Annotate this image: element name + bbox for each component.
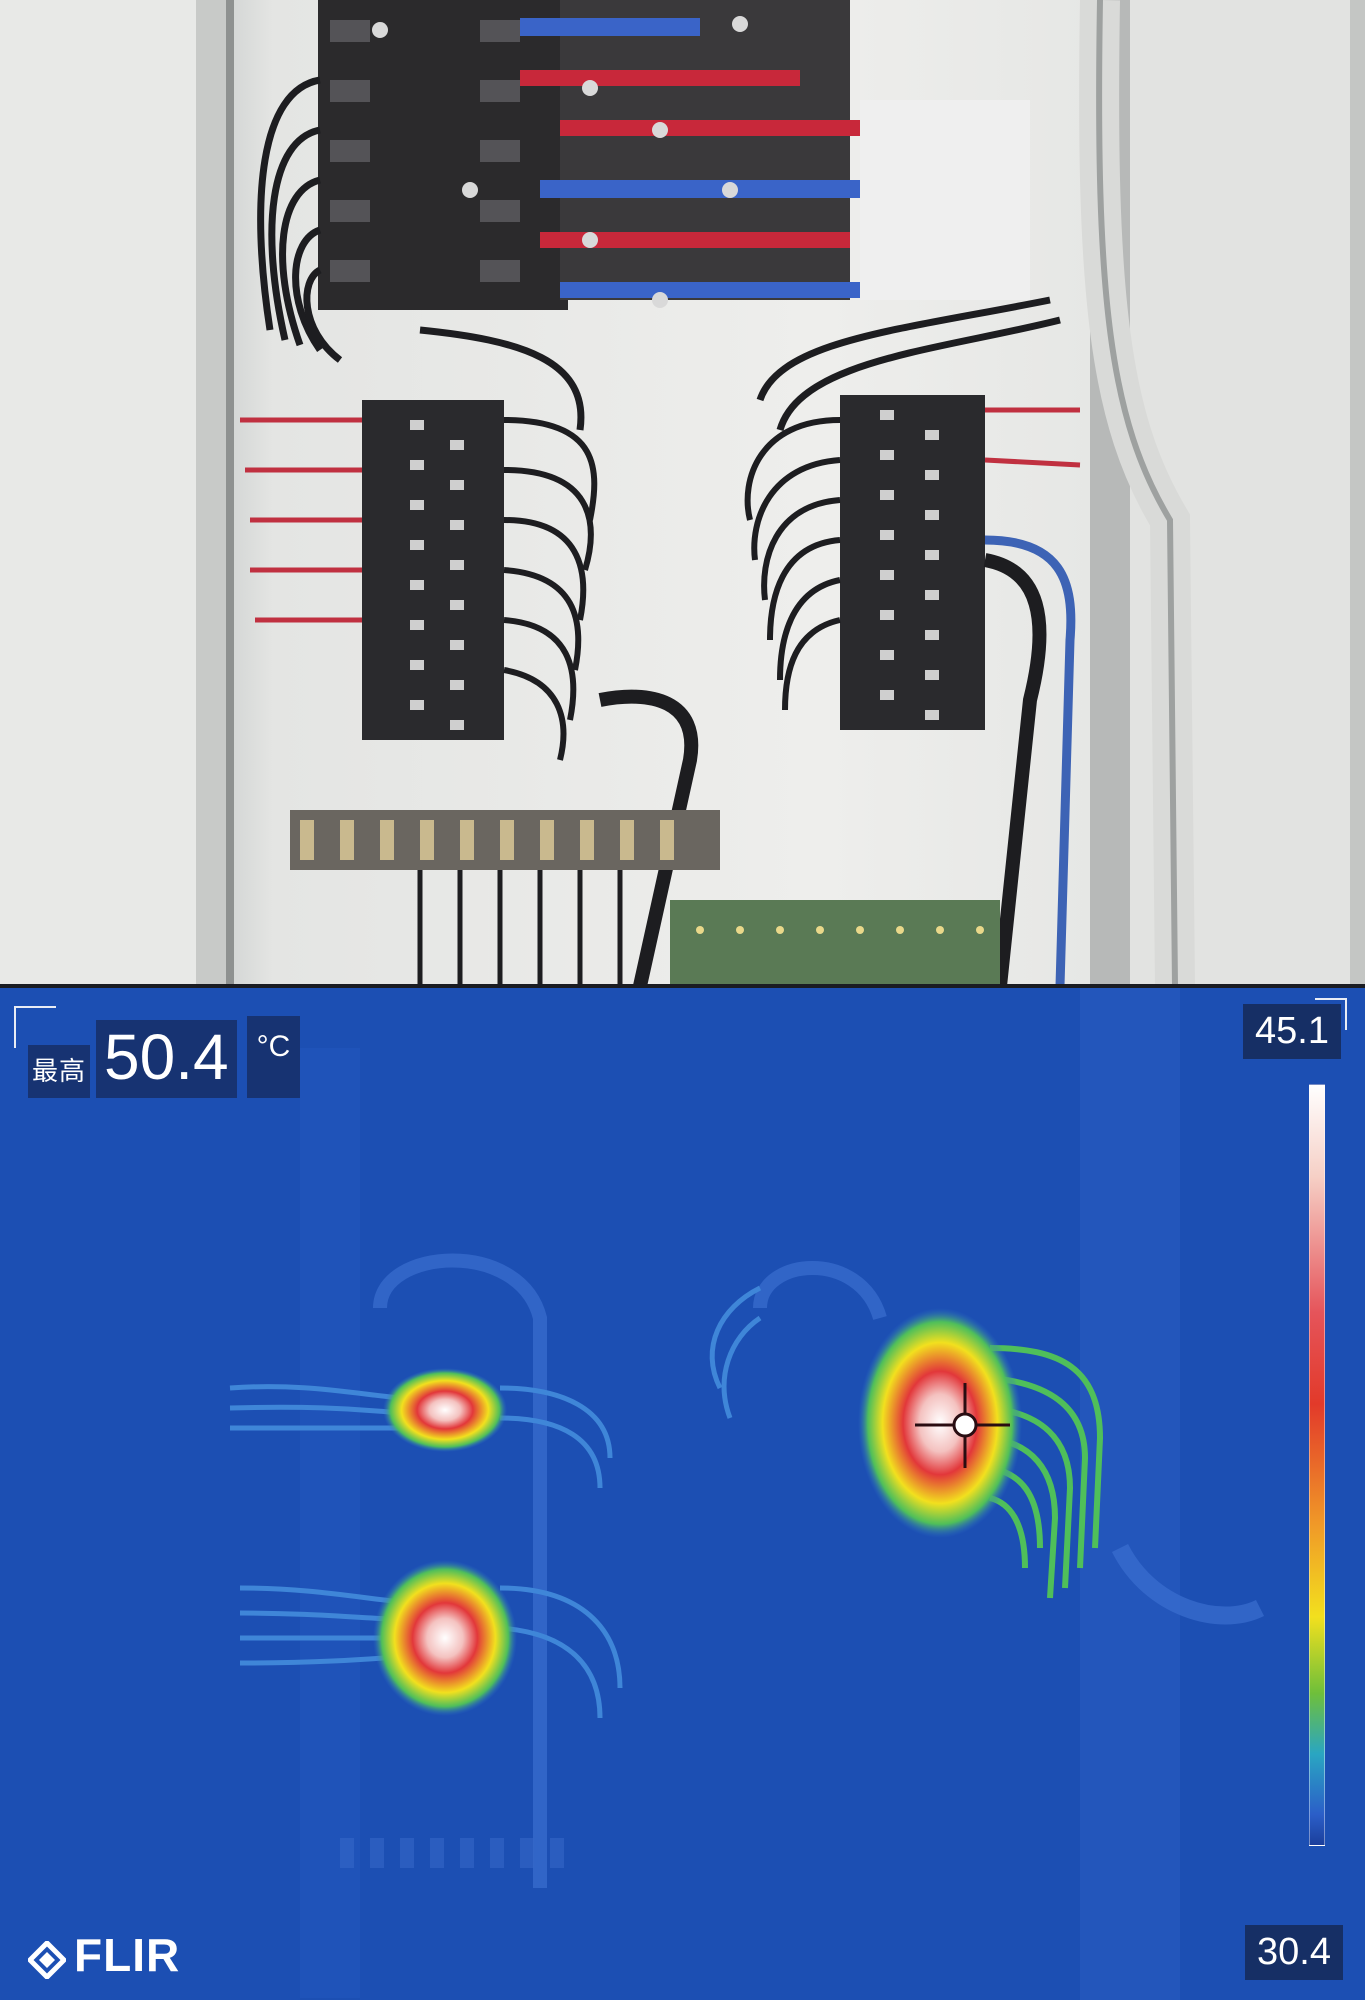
max-temperature-readout: 最高 50.4 °C [28,1016,301,1098]
crosshair-icon [915,1383,1010,1468]
brand-mark: FLIR [26,1928,181,1982]
thermal-image: 最高 50.4 °C 45.1 30.4 FLIR [0,988,1365,2000]
temperature-unit: °C [246,1016,301,1098]
brand-name: FLIR [74,1929,181,1981]
hotspot-left-bottom [373,1560,517,1716]
scale-max-value: 45.1 [1243,1004,1341,1059]
breaker-terminals [330,16,860,308]
max-label: 最高 [28,1045,91,1098]
flir-logo-icon [26,1936,68,1981]
scale-min-value: 30.4 [1245,1925,1343,1980]
temperature-colorbar [1309,1084,1325,1846]
visible-light-photo [0,0,1365,986]
frame-corner-mark [14,1006,56,1048]
image-divider [0,984,1365,988]
max-value: 50.4 [96,1020,237,1098]
thermal-heatmap [0,988,1365,2000]
scale-corner-mark [1315,998,1347,1030]
hotspot-right [858,1308,1022,1538]
hotspot-left-top [383,1368,507,1452]
electrical-panel-illustration [0,0,1365,986]
